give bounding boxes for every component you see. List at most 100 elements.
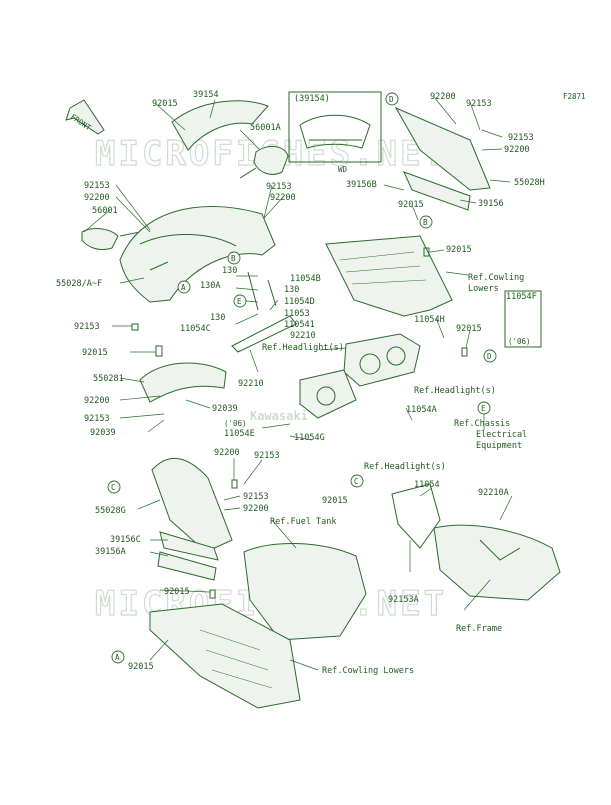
headlight-assembly <box>299 333 421 419</box>
ref-headlight-1: Ref.Headlight(s) <box>262 343 344 353</box>
callout-d1 <box>385 92 399 106</box>
ref-cowling-lowers-top-1: Ref.Cowling <box>468 273 524 283</box>
label-92039-a: 92039 <box>90 428 116 438</box>
trim-39156c <box>159 531 219 561</box>
callout-e2-label: E <box>481 404 486 413</box>
label-39156a: 39156A <box>95 547 126 557</box>
ref-cowling-lowers-bottom: Ref.Cowling Lowers <box>322 666 414 676</box>
callout-e2 <box>477 401 491 415</box>
ref-chassis-2: Electrical <box>476 430 527 440</box>
year-note-1: ('06) <box>508 337 531 346</box>
label-92015-f: 92015 <box>446 245 472 255</box>
right-mirror <box>253 146 289 175</box>
label-11054b: 11054B <box>290 274 321 284</box>
left-mirror <box>81 228 119 251</box>
callout-b2 <box>419 215 433 229</box>
label-92015-c: 92015 <box>164 587 190 597</box>
label-11054c: 11054C <box>180 324 211 334</box>
label-92200-b: 92200 <box>270 193 296 203</box>
label-92210-a: 92210 <box>290 331 316 341</box>
label-39156: 39156 <box>478 199 504 209</box>
label-92039-b: 92039 <box>212 404 238 414</box>
label-11054a: 11054A <box>406 405 437 415</box>
inner-cover-middle <box>243 542 367 641</box>
label-92200-f: 92200 <box>430 92 456 102</box>
callout-a2-label: A <box>115 653 120 662</box>
callout-e1-label: E <box>237 297 242 306</box>
label-92200-e: 92200 <box>243 504 269 514</box>
references: Ref.Cowling Lowers Ref.Headlight(s) Ref.… <box>262 273 527 676</box>
windshield-caption: WD <box>338 165 348 174</box>
label-130-b: 130 <box>284 285 299 295</box>
label-11054e: 11054E <box>224 429 255 439</box>
label-92153-f: 92153 <box>243 492 269 502</box>
label-92153-b: 92153 <box>266 182 292 192</box>
label-92200-g: 92200 <box>504 145 530 155</box>
ref-cowling-lowers-top-2: Lowers <box>468 284 499 294</box>
label-11054d: 11054D <box>284 297 315 307</box>
windshield-inset <box>288 91 382 163</box>
label-92015-h: 92015 <box>322 496 348 506</box>
label-39156b: 39156B <box>346 180 377 190</box>
ref-frame: Ref.Frame <box>456 624 502 634</box>
label-92200-c: 92200 <box>84 396 110 406</box>
label-92153-e: 92153 <box>254 451 280 461</box>
callout-a1-label: A <box>181 283 186 292</box>
label-550281: 550281 <box>93 374 124 384</box>
parts-artwork <box>81 91 561 709</box>
ref-fuel-tank: Ref.Fuel Tank <box>270 517 337 527</box>
callout-d2 <box>483 349 497 363</box>
callout-d2-label: D <box>487 352 492 361</box>
label-11054g: 11054G <box>294 433 325 443</box>
kawasaki-logo: Kawasaki <box>250 409 308 423</box>
stay-bracket <box>231 315 297 353</box>
side-fairing-left <box>151 458 233 553</box>
ref-headlight-2: Ref.Headlight(s) <box>414 386 496 396</box>
label-92015-e: 92015 <box>398 200 424 210</box>
upper-cowl <box>119 206 276 303</box>
label-92210a: 92210A <box>478 488 509 498</box>
trim-39156 <box>403 171 471 211</box>
label-92153-a: 92153 <box>84 181 110 191</box>
label-56001a: 56001A <box>250 123 281 133</box>
label-92153-h: 92153 <box>508 133 534 143</box>
side-cowl-right-upper <box>394 106 491 191</box>
label-110541: 110541 <box>284 320 315 330</box>
label-92015-d: 92015 <box>128 662 154 672</box>
label-92015-g: 92015 <box>456 324 482 334</box>
callout-a1 <box>177 280 191 294</box>
label-11054: 11054 <box>414 480 440 490</box>
label-56001: 56001 <box>92 206 118 216</box>
label-11053: 11053 <box>284 309 310 319</box>
label-11054f: 11054F <box>506 292 537 302</box>
leader-lines <box>83 96 513 671</box>
bolts <box>131 247 468 599</box>
label-39156c: 39156C <box>110 535 141 545</box>
label-11054h: 11054H <box>414 315 445 325</box>
ref-chassis-3: Equipment <box>476 441 522 451</box>
label-92153-d: 92153 <box>84 414 110 424</box>
callout-d1-label: D <box>389 95 394 104</box>
callout-b2-label: B <box>423 218 428 227</box>
callout-b1 <box>227 251 241 265</box>
label-92153-g: 92153 <box>466 99 492 109</box>
callout-a2 <box>111 650 125 664</box>
callout-e1 <box>233 294 247 308</box>
label-39154: 39154 <box>193 90 219 100</box>
drawing-code: F2871 <box>563 92 586 101</box>
ref-headlight-3: Ref.Headlight(s) <box>364 462 446 472</box>
label-55028g: 55028G <box>95 506 126 516</box>
callout-c2 <box>350 474 364 488</box>
year-note-2: ('06) <box>224 419 247 428</box>
windshield-ref: (39154) <box>294 94 330 104</box>
callout-b1-label: B <box>231 254 236 263</box>
label-130-c: 130 <box>210 313 225 323</box>
callout-c1-label: C <box>111 483 116 492</box>
ref-chassis-1: Ref.Chassis <box>454 419 510 429</box>
inner-panel <box>325 235 453 317</box>
label-130-a: 130 <box>222 266 237 276</box>
label-92153a: 92153A <box>388 595 419 605</box>
label-92210-b: 92210 <box>238 379 264 389</box>
